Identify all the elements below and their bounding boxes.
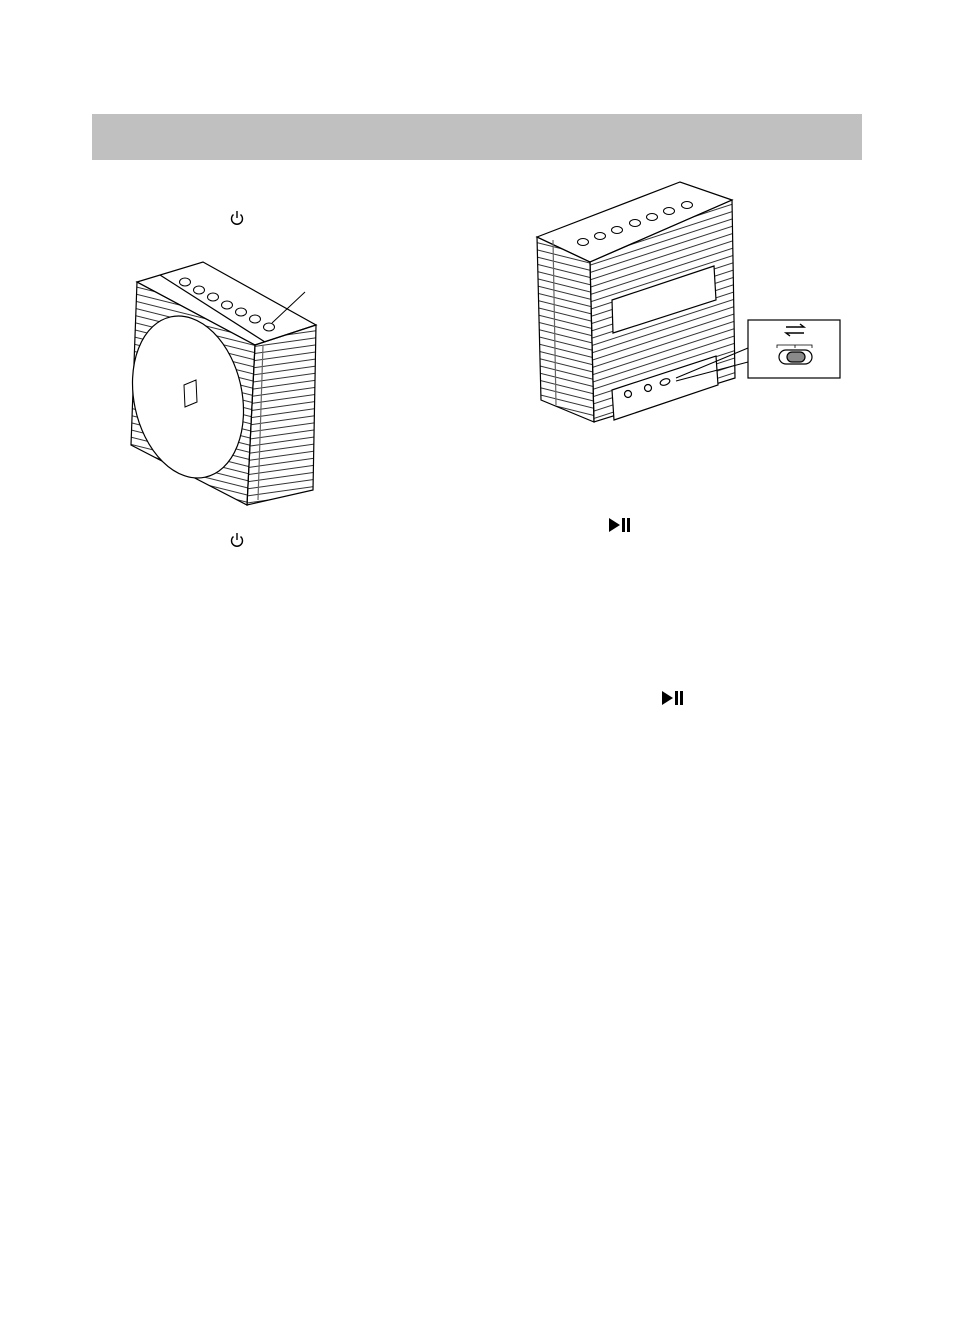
switch-callout-box bbox=[747, 319, 841, 379]
speaker-unit-right bbox=[535, 181, 749, 423]
power-icon bbox=[230, 533, 244, 547]
speaker-unit-left bbox=[130, 261, 318, 506]
display-window bbox=[611, 265, 717, 334]
play-pause-icon bbox=[609, 518, 630, 532]
power-icon bbox=[230, 211, 244, 225]
device-front-illustration bbox=[130, 181, 841, 506]
play-pause-icon bbox=[662, 691, 683, 705]
swap-arrows-icon bbox=[783, 323, 807, 337]
section-header-bar bbox=[92, 114, 862, 160]
